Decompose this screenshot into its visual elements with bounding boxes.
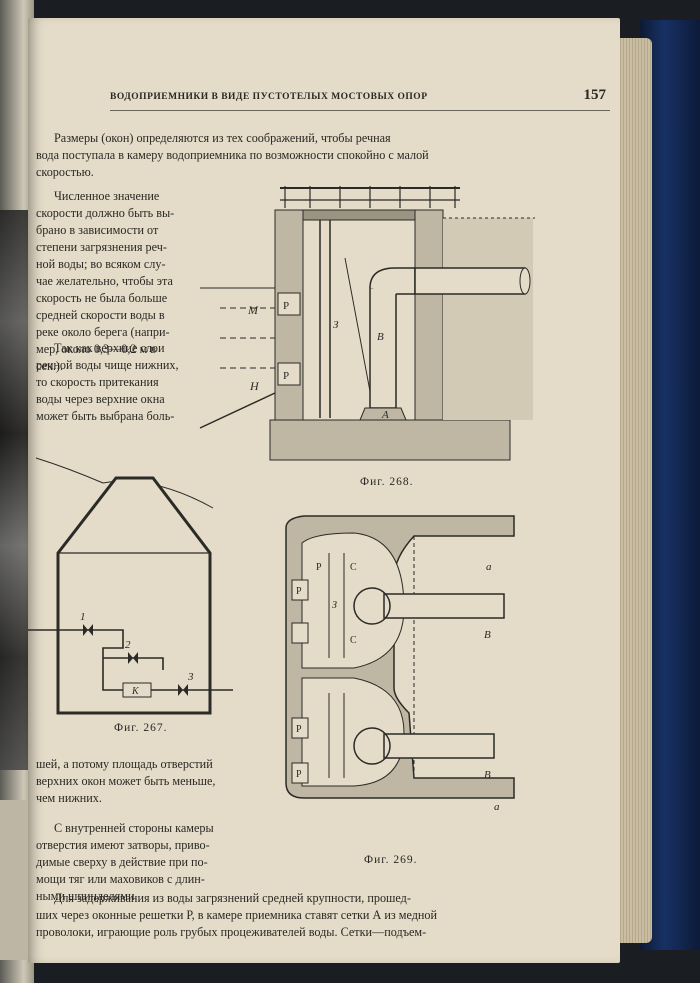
text-line: реке около берега (напри- <box>36 325 170 339</box>
fig269-label-p4: Р <box>296 769 302 780</box>
text-line: мощи тяг или маховиков с длин- <box>36 872 205 886</box>
text-line: чем нижних. <box>36 791 102 805</box>
fig268-label-a: А <box>381 409 389 421</box>
text-line: проволоки, играющие роль грубых процежив… <box>36 925 427 939</box>
figure-269-caption: Фиг. 269. <box>364 854 418 866</box>
fig268-label-n: Н <box>249 379 260 393</box>
paragraph-4: шей, а потому площадь отверстий верхних … <box>36 756 216 807</box>
text-line: сек.). <box>36 359 64 373</box>
fig269-label-v2: В <box>484 769 491 781</box>
text-line: воды через верхние окна <box>36 392 165 406</box>
text-line: димые сверху в действие при по- <box>36 855 208 869</box>
fig269-label-v1: В <box>484 629 491 641</box>
paragraph-3: Так как верхние слои речной воды чище ни… <box>36 340 206 425</box>
text-line: брано в зависимости от <box>36 223 159 237</box>
text-line: мер, около 0,3—0,2 м в <box>36 342 157 356</box>
text-line: Размеры (окон) определяются из тех сообр… <box>54 131 391 145</box>
text-line: С внутренней стороны камеры <box>54 821 214 835</box>
figure-267-drawing: 1 2 3 К <box>28 457 233 715</box>
fig268-label-p2: Р <box>283 370 289 382</box>
text-line: может быть выбрана боль- <box>36 409 175 423</box>
fig268-label-z: З <box>333 319 339 331</box>
figure-268-caption: Фиг. 268. <box>360 476 414 488</box>
text-line: скорости должно быть вы- <box>36 206 175 220</box>
figure-267-caption: Фиг. 267. <box>114 722 168 734</box>
page-number: 157 <box>583 87 607 103</box>
fig269-label-z: З <box>332 600 337 611</box>
fig269-label-c1: С <box>350 562 357 573</box>
figure-268-drawing: М Н Р Р З В А <box>199 186 535 461</box>
text-line: ших через оконные решетки Р, в камере пр… <box>36 908 438 922</box>
text-line: Численное значение <box>54 189 160 203</box>
fig269-label-a2: а <box>494 801 500 813</box>
paragraph-2: Численное значение скорости должно быть … <box>36 188 206 375</box>
text-line: ными шпинделями. <box>36 889 138 903</box>
text-line: скоростью. <box>36 165 94 179</box>
text-line: ной воды; во всяком слу- <box>36 257 166 271</box>
text-line: чае желательно, чтобы эта <box>36 274 173 288</box>
left-page-photo-fragment <box>0 210 28 770</box>
text-line: отверстия имеют затворы, приво- <box>36 838 210 852</box>
fig268-label-v: В <box>377 331 384 343</box>
fig267-label-k: К <box>131 686 140 697</box>
text-line: степени загрязнения реч- <box>36 240 167 254</box>
paragraph-1: Размеры (окон) определяются из тех сообр… <box>36 130 536 181</box>
paragraph-6: Для задерживания из воды загрязнений сре… <box>36 890 536 941</box>
fig269-label-p1: Р <box>316 562 322 573</box>
fig269-label-a1: а <box>486 561 492 573</box>
text-line: вода поступала в камеру водоприемника по… <box>36 148 429 162</box>
text-line: шей, а потому площадь отверстий <box>36 757 213 771</box>
fig267-label-3: 3 <box>187 671 194 683</box>
fig269-label-c2: С <box>350 635 357 646</box>
text-line: Так как верхние слои <box>54 341 165 355</box>
text-line: скорость не была больше <box>36 291 168 305</box>
page-header: Водоприемники в виде пустотелых мостовых… <box>110 86 610 111</box>
left-page-bottom <box>0 800 30 960</box>
figure-269-drawing: а а Р С Р З С В В Р Р <box>285 515 515 813</box>
text-line: верхних окон может быть меньше, <box>36 774 216 788</box>
fig268-label-m: М <box>247 303 259 317</box>
fig267-label-2: 2 <box>125 639 131 651</box>
fig267-label-1: 1 <box>80 611 86 623</box>
running-head: Водоприемники в виде пустотелых мостовых… <box>110 92 428 102</box>
paragraph-5: С внутренней стороны камеры отверстия им… <box>36 820 214 905</box>
text-line: Для задерживания из воды загрязнений сре… <box>54 891 411 905</box>
fig269-label-p2: Р <box>296 586 302 597</box>
text-line: речной воды чище нижних, <box>36 358 179 372</box>
fig269-label-p3: Р <box>296 724 302 735</box>
book-page: Водоприемники в виде пустотелых мостовых… <box>28 18 620 963</box>
text-line: то скорость притекания <box>36 375 159 389</box>
text-line: средней скорости воды в <box>36 308 165 322</box>
fig268-label-p1: Р <box>283 300 289 312</box>
